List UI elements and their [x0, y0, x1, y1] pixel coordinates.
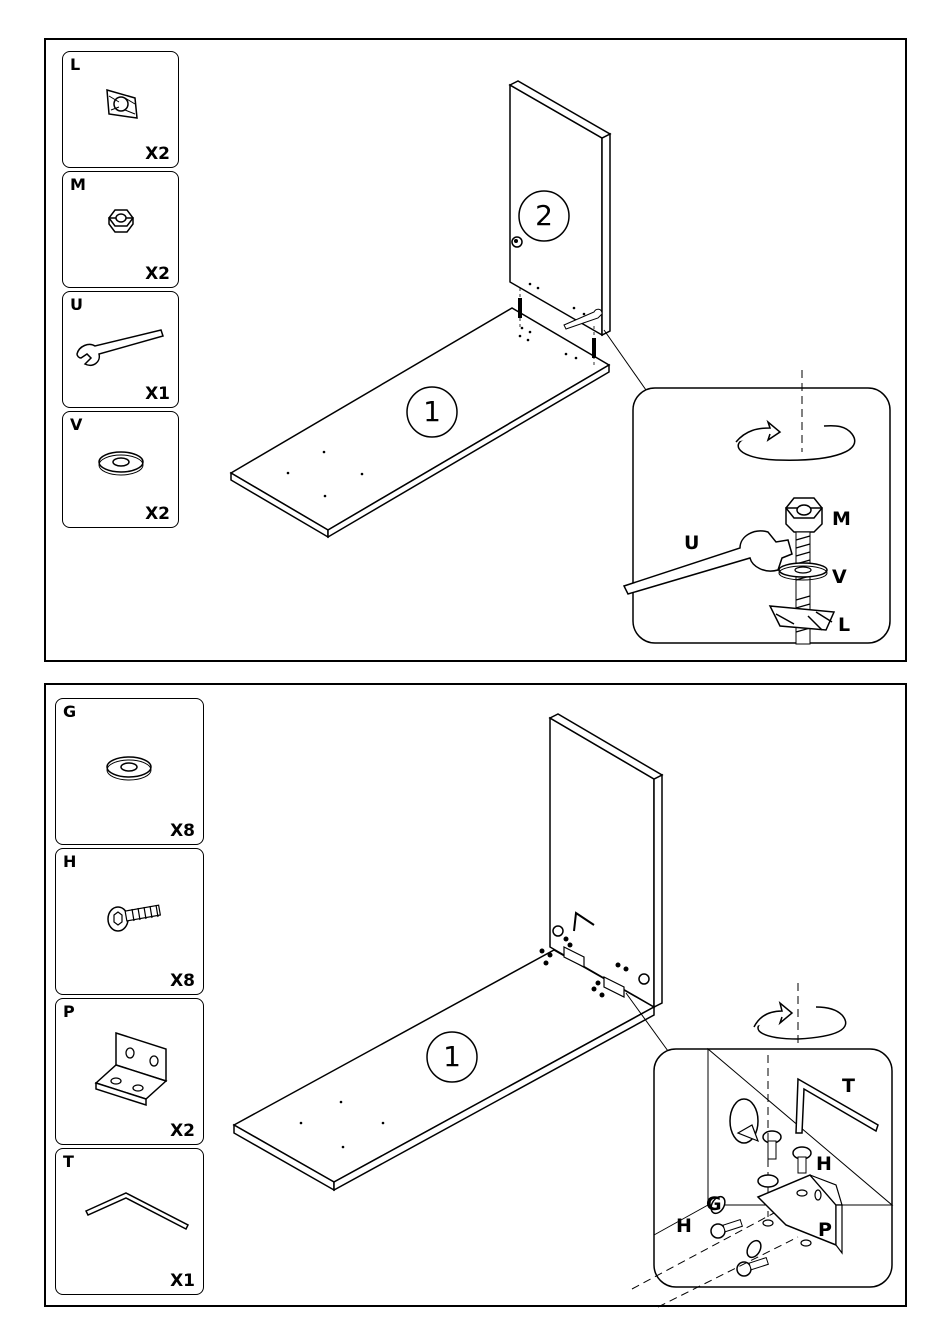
panel-number-1: 1: [432, 1043, 472, 1071]
callout-V: V: [832, 568, 847, 587]
step-1-illustration: [46, 40, 909, 664]
step-1-panel: L X2 M X2 U X1 V X2: [44, 38, 907, 662]
callout-U: U: [684, 534, 699, 553]
callout-T: T: [842, 1077, 855, 1096]
step-2-panel: G X8 H X8 P X2 T: [44, 683, 907, 1307]
panel-number-1: 1: [412, 398, 452, 426]
panel-number-2: 2: [524, 202, 564, 230]
callout-M: M: [832, 510, 851, 529]
callout-H-top: H: [816, 1155, 832, 1174]
callout-L: L: [838, 616, 850, 635]
callout-H-side: H: [676, 1217, 692, 1236]
callout-P: P: [818, 1221, 832, 1240]
callout-G: G: [706, 1195, 722, 1214]
step-2-illustration: [46, 685, 909, 1309]
